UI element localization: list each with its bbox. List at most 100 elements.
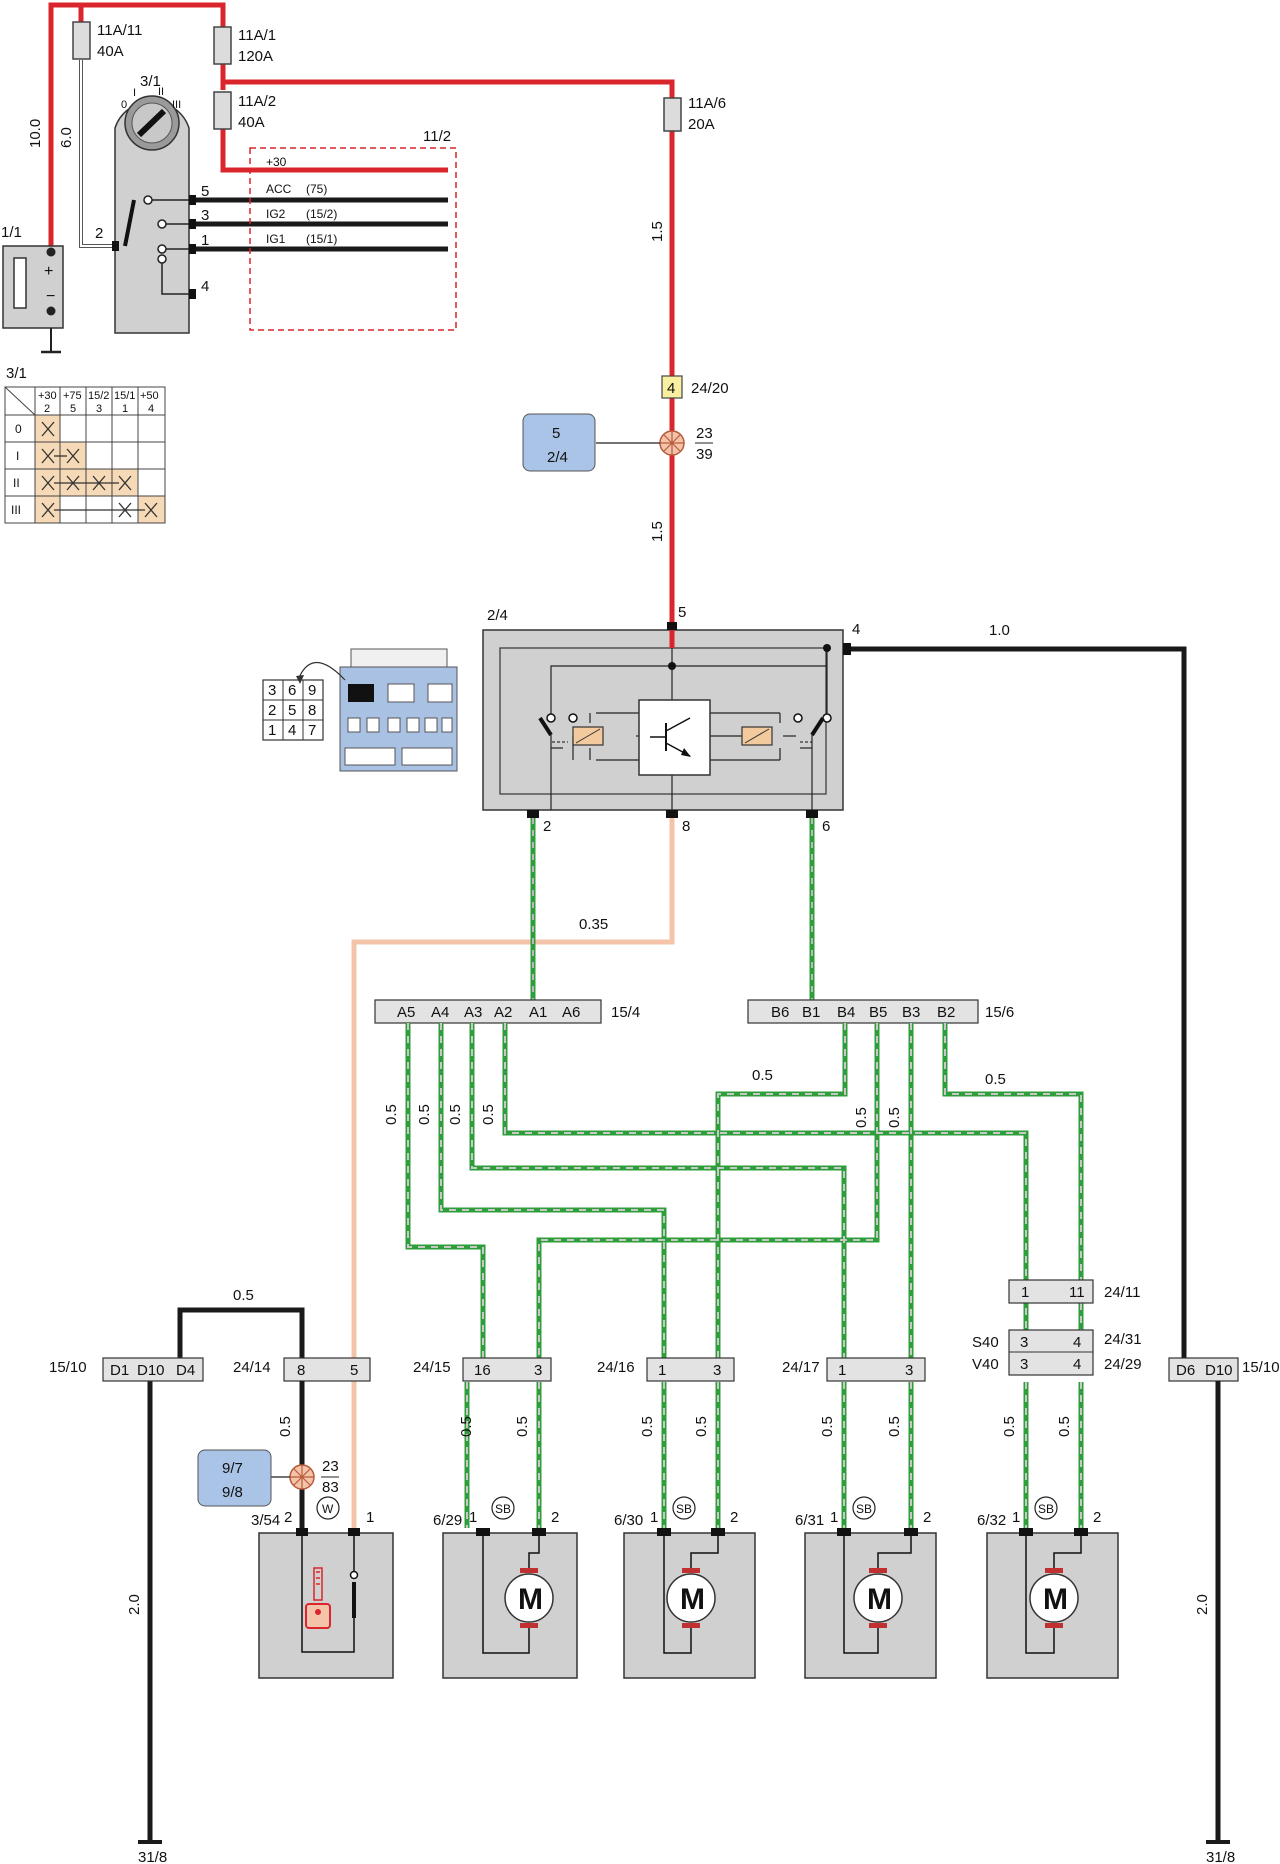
col-head-5-top: +50 [140,390,159,402]
right-ground-size: 2.0 [1194,1594,1211,1615]
motor-pin-1: 1 [469,1509,477,1526]
motor-id: 6/32 [977,1512,1006,1529]
fuse-11a2 [213,91,232,130]
main-bus-wire [223,79,675,98]
connector-24-31-29: 3 4 3 4 S40 V40 24/31 24/29 [972,1329,1142,1376]
ws-m4a: 0.5 [1001,1416,1018,1437]
connector-24-17: 1 3 24/17 [782,1357,926,1382]
c24-17-p3: 3 [905,1362,913,1379]
relay-pin-6: 6 [822,818,830,835]
grid-2: 2 [268,702,276,719]
connector-24-14: 8 5 24/14 [233,1357,371,1382]
col-head-5-bot: 4 [148,403,154,415]
grid-7: 7 [308,722,316,739]
c24-14-size: 0.5 [277,1416,294,1437]
splice-23-83-a: 23 [322,1458,339,1475]
box-11-2 [249,147,457,331]
ref-box-bottom-a: 9/7 [222,1460,243,1477]
connector-24-20-id: 24/20 [691,380,729,397]
key-switch-3-54: W 3/54 2 1 [251,1496,394,1679]
left-ground-id: 31/8 [138,1849,167,1864]
c24-31-id: 24/31 [1104,1331,1142,1348]
row-0: 0 [15,422,22,436]
switch-position-table: 3/1 +30 2 +75 [4,365,166,524]
col-head-4-bot: 1 [122,403,128,415]
switch-pin-4: 4 [201,278,209,295]
signal-harness [405,1023,1084,1528]
fuse-11a6-rating: 20A [688,116,715,133]
c15-10r-D6: D6 [1176,1362,1195,1379]
relay-pin-2: 2 [543,818,551,835]
connector-24-11: 1 11 24/11 [1008,1279,1140,1304]
splice-23-39-a: 23 [696,425,713,442]
c24-15-p3: 3 [534,1362,542,1379]
switch-pos-I: I [133,87,136,99]
sb-badge: SB [856,1502,872,1516]
ws-b2: 0.5 [985,1071,1006,1088]
switch-pin-5: 5 [201,183,209,200]
relay-id: 2/4 [487,607,508,624]
ws-m3b: 0.5 [886,1416,903,1437]
key-switch-badge-circle [316,1496,340,1520]
c24-11-id: 24/11 [1104,1284,1140,1301]
sb-badge: SB [495,1502,511,1516]
key-switch-badge: W [322,1502,334,1516]
ws-a2: 0.5 [480,1104,497,1125]
relay-pin-grid: 3 6 9 2 5 8 1 4 7 [262,679,324,741]
grid-9: 9 [308,682,316,699]
c24-14-p5: 5 [350,1362,358,1379]
grid-1: 1 [268,722,276,739]
connector-24-20-pin: 4 [667,380,675,397]
switch-pos-II: II [158,86,164,98]
fuses: 11A/11 40A 11A/1 120A 11A/2 40A 11A/6 20… [72,21,726,133]
relay-pin-5: 5 [678,604,686,621]
wire-size-10: 10.0 [27,119,44,148]
wire-size-1-0: 1.0 [989,622,1010,639]
c24-11-p11: 11 [1069,1284,1085,1301]
switch-pos-III: III [172,99,181,111]
sb-badge-circle [1034,1496,1058,1520]
c24-15-p16: 16 [474,1362,491,1379]
black-bridge-wire [177,1307,305,1358]
connector-24-16: 1 3 24/16 [597,1357,735,1382]
grid-5: 5 [288,702,296,719]
c15-6-B4: B4 [837,1004,855,1021]
relay-panel-illustration [296,648,458,772]
c15-4-A2: A2 [494,1004,512,1021]
switch-pin-1: 1 [201,232,209,249]
fuse-11a1-rating: 120A [238,48,273,65]
fuse-11a1 [213,26,232,65]
sb-badge-circle [852,1496,876,1520]
motor-pin-2: 2 [923,1509,931,1526]
sb-badge-circle [491,1496,515,1520]
ws-a3: 0.5 [447,1104,464,1125]
wire-size-1-5-b: 1.5 [649,521,666,542]
battery-main-wire [48,2,226,246]
plus30-wire [220,128,448,173]
c24-29-id: 24/29 [1104,1356,1142,1373]
bridge-size: 0.5 [233,1287,254,1304]
connector-15-4: A5 A4 A3 A2 A1 A6 15/4 [374,999,640,1024]
c15-6-B6: B6 [771,1004,789,1021]
battery-plus: + [44,263,53,280]
grid-6: 6 [288,682,296,699]
grid-3: 3 [268,682,276,699]
fuse-11a11 [72,21,91,60]
row-II: II [13,476,20,490]
ws-b3: 0.5 [886,1107,903,1128]
c15-6-B3: B3 [902,1004,920,1021]
connector-24-20 [661,375,683,399]
switch-pin-3: 3 [201,207,209,224]
c15-10-D4: D4 [176,1362,195,1379]
c24-29-prefix: V40 [972,1356,999,1373]
c15-6-B1: B1 [802,1004,820,1021]
c24-14-id: 24/14 [233,1359,271,1376]
col-head-3-top: 15/2 [88,390,109,402]
motor-symbol: M [1043,1583,1068,1616]
row-I: I [16,449,19,463]
fuse-11a1-id: 11A/1 [238,27,276,44]
motor-id: 6/30 [614,1512,643,1529]
sb-badge: SB [1038,1502,1054,1516]
